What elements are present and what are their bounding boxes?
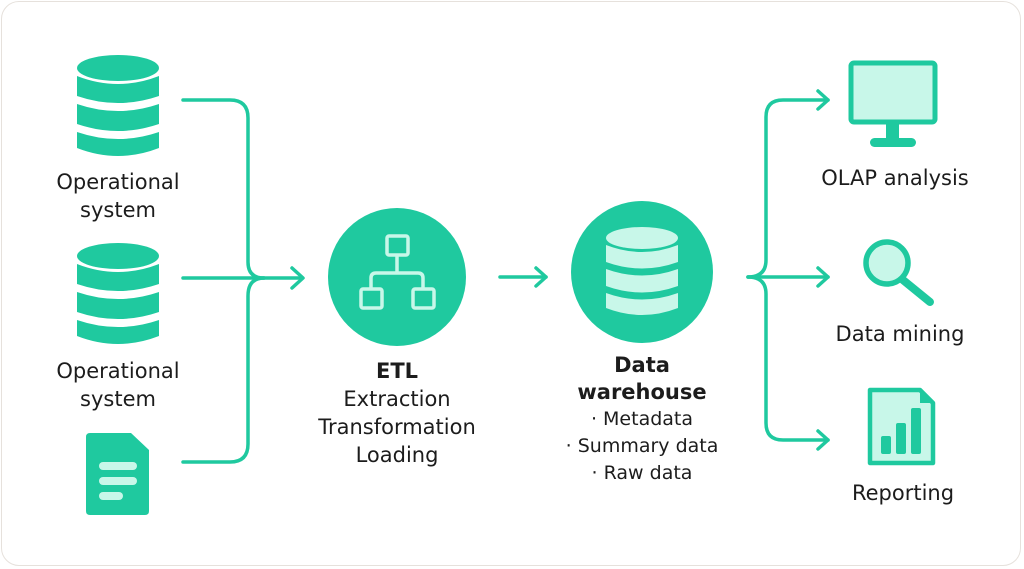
source-1-database-icon	[77, 55, 159, 156]
output-data-mining-label: Data mining	[835, 322, 965, 346]
source-3-document-icon	[86, 433, 149, 515]
warehouse-database-icon	[571, 201, 713, 343]
source-1-label: Operational system	[56, 170, 180, 222]
data-mining-magnifier-icon	[863, 239, 934, 306]
source-2-label: Operational system	[56, 359, 180, 411]
olap-monitor-icon	[848, 60, 938, 147]
etl-to-warehouse-arrow	[498, 266, 548, 288]
reporting-chart-icon	[867, 387, 936, 466]
etl-label: ETL Extraction Transformation Loading	[318, 357, 476, 469]
warehouse-item: · Summary data	[565, 435, 719, 457]
etl-title: ETL	[375, 359, 419, 383]
split-connector	[746, 89, 830, 451]
merge-connector	[181, 98, 305, 464]
output-olap-label: OLAP analysis	[821, 166, 969, 190]
etl-step: Transformation	[318, 415, 476, 439]
warehouse-title: warehouse	[577, 380, 707, 404]
etl-hierarchy-icon	[328, 208, 466, 346]
etl-step: Loading	[355, 443, 439, 467]
warehouse-label: Data warehouse · Metadata · Summary data…	[566, 352, 719, 487]
warehouse-item: · Raw data	[591, 462, 693, 484]
source-2-database-icon	[77, 243, 159, 344]
output-reporting-label: Reporting	[851, 481, 955, 505]
etl-step: Extraction	[343, 387, 451, 411]
warehouse-title: Data	[614, 353, 670, 377]
warehouse-item: · Metadata	[590, 408, 694, 430]
